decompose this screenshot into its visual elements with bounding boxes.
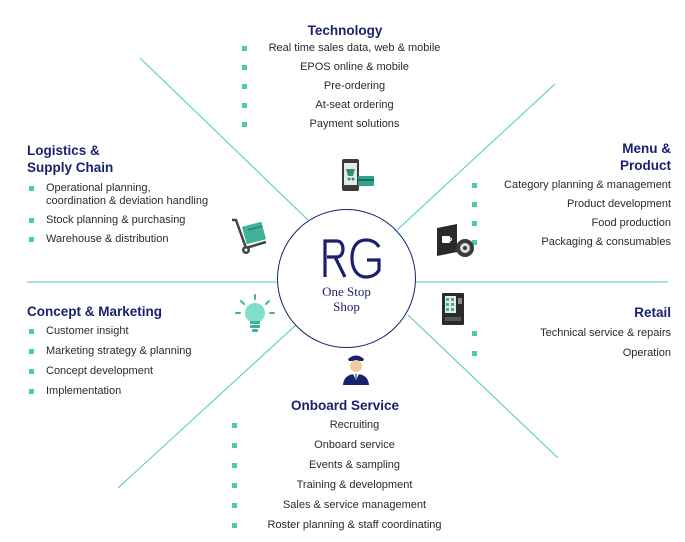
list-item-line2: coordination & deviation handling <box>46 195 209 207</box>
list-item: Recruiting <box>230 419 460 432</box>
list-item: Warehouse & distribution <box>27 233 257 246</box>
list-item: Onboard service <box>230 439 460 452</box>
list-item: Payment solutions <box>240 118 450 131</box>
section-menu-product: Menu & Product Category planning & manag… <box>470 140 671 255</box>
list-item: Technical service & repairs <box>470 327 671 340</box>
list-item: Roster planning & staff coordinating <box>230 519 460 532</box>
hub-line2: Shop <box>333 299 360 314</box>
list-item: Pre-ordering <box>240 80 450 93</box>
diagonal-line-bottom-left <box>117 323 298 489</box>
menu-title-line2: Product <box>619 158 671 173</box>
steward-icon <box>343 355 369 385</box>
menu-title-line1: Menu & <box>622 141 671 156</box>
list-item-line1: Operational planning, <box>46 182 151 194</box>
list-item: Sales & service management <box>230 499 460 512</box>
section-logistics: Logistics & Supply Chain Operational pla… <box>27 142 257 252</box>
hub-label: One Stop Shop <box>278 284 415 314</box>
onboard-list: Recruiting Onboard service Events & samp… <box>230 419 460 532</box>
lightbulb-icon <box>235 294 275 332</box>
section-technology: Technology Real time sales data, web & m… <box>240 22 450 137</box>
hub-line1: One Stop <box>322 284 371 299</box>
list-item: Product development <box>470 198 671 211</box>
list-item: Stock planning & purchasing <box>27 214 257 227</box>
technology-title: Technology <box>307 23 383 38</box>
list-item: Operational planning, coordination & dev… <box>27 182 257 208</box>
vending-machine-icon <box>442 293 464 325</box>
retail-list: Technical service & repairs Operation <box>470 327 671 360</box>
list-item: Category planning & management <box>470 179 671 192</box>
section-concept-marketing: Concept & Marketing Customer insight Mar… <box>27 303 257 404</box>
list-item: Operation <box>470 347 671 360</box>
list-item: Real time sales data, web & mobile <box>240 42 450 55</box>
section-retail: Retail Technical service & repairs Opera… <box>470 304 671 366</box>
menu-coffee-icon <box>437 224 474 257</box>
logistics-title: Logistics & Supply Chain <box>27 142 257 176</box>
one-stop-shop-hub: One Stop Shop <box>277 209 416 348</box>
logistics-list: Operational planning, coordination & dev… <box>27 182 257 246</box>
list-item: Concept development <box>27 365 257 378</box>
rg-logo <box>323 238 381 279</box>
menu-title: Menu & Product <box>470 140 671 174</box>
retail-title: Retail <box>634 305 671 320</box>
list-item: Training & development <box>230 479 460 492</box>
list-item: Events & sampling <box>230 459 460 472</box>
technology-list: Real time sales data, web & mobile EPOS … <box>240 42 450 131</box>
concept-title: Concept & Marketing <box>27 304 163 319</box>
logistics-title-line1: Logistics & <box>27 143 100 158</box>
mobile-payment-icon <box>342 159 374 191</box>
list-item: Packaging & consumables <box>470 236 671 249</box>
list-item: At-seat ordering <box>240 99 450 112</box>
logistics-title-line2: Supply Chain <box>27 160 114 175</box>
hand-truck-icon <box>232 218 267 254</box>
section-onboard-service: Onboard Service Recruiting Onboard servi… <box>230 397 460 538</box>
concept-list: Customer insight Marketing strategy & pl… <box>27 325 257 398</box>
menu-list: Category planning & management Product d… <box>470 179 671 249</box>
list-item: EPOS online & mobile <box>240 61 450 74</box>
diagonal-line-bottom-right <box>407 314 559 459</box>
onboard-title: Onboard Service <box>290 398 400 413</box>
list-item: Marketing strategy & planning <box>27 345 257 358</box>
diagonal-line-top-left <box>139 57 309 221</box>
list-item: Customer insight <box>27 325 257 338</box>
diagonal-line-top-right <box>396 83 556 231</box>
list-item: Food production <box>470 217 671 230</box>
list-item: Implementation <box>27 385 257 398</box>
